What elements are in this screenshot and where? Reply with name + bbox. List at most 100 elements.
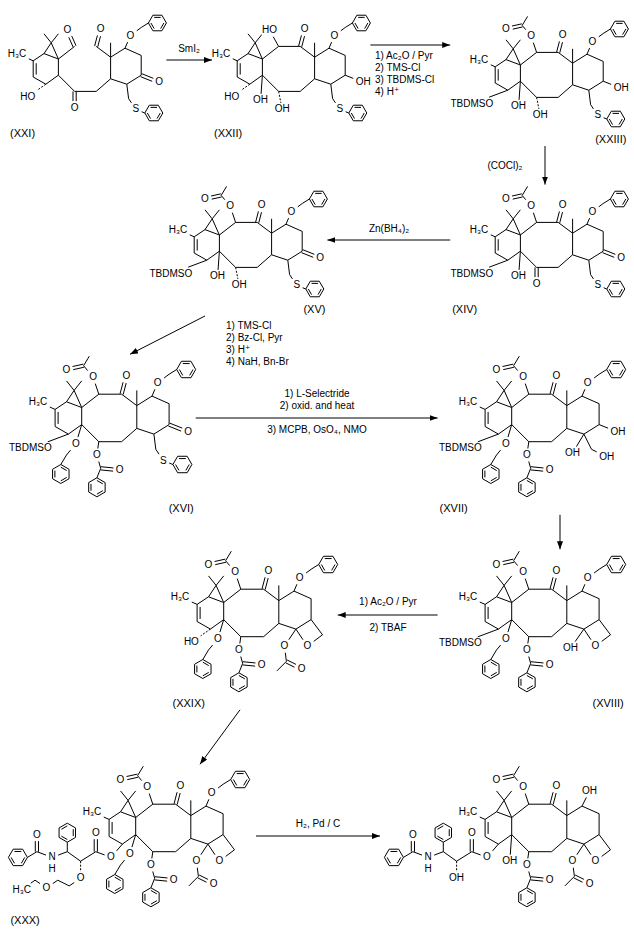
bond-line [111, 48, 125, 57]
bond-line [503, 774, 514, 776]
bond-line [84, 366, 88, 371]
benzene-ring [142, 893, 143, 903]
bond-line [137, 428, 154, 434]
atom-label: O [76, 873, 86, 883]
bond-line [237, 61, 238, 77]
benzene-ring [333, 565, 338, 573]
benzene-ring [491, 465, 499, 470]
bond-line [497, 450, 501, 455]
bond-line [219, 222, 235, 235]
benzene-ring [389, 865, 399, 866]
bond-line [503, 367, 514, 369]
bond-line [503, 562, 514, 564]
bond-line [261, 75, 262, 94]
atom-label: OH [598, 452, 615, 462]
benzene-ring [108, 881, 109, 888]
benzene-ring [437, 836, 443, 839]
bond-line [599, 404, 600, 425]
bond-line [520, 251, 536, 267]
benzene-ring [384, 857, 389, 865]
bond-line [121, 800, 129, 811]
bond-line [255, 43, 262, 59]
bond-line [194, 237, 195, 253]
bond-line [96, 46, 110, 57]
bond-line [138, 766, 144, 776]
atom-label: TBDMSO [148, 269, 193, 279]
bond-line [290, 275, 293, 279]
benzene-ring [211, 664, 212, 674]
benzene-ring [123, 879, 124, 889]
bond-line [208, 844, 215, 855]
bond-line [138, 776, 142, 781]
bond-line [241, 657, 243, 664]
bond-line [279, 91, 301, 92]
bond-line [567, 838, 584, 844]
bond-line [527, 663, 531, 673]
bond-line [73, 367, 84, 369]
atom-label: O [501, 24, 511, 34]
bond-line [209, 576, 217, 586]
benzene-ring [115, 889, 123, 894]
bond-line [497, 645, 501, 650]
benzene-ring [610, 191, 615, 199]
bond-line [48, 434, 69, 442]
benzene-ring [319, 281, 324, 289]
benzene-ring [247, 678, 248, 688]
bond-line [520, 222, 536, 235]
bond-line [127, 75, 141, 84]
benzene-ring [181, 361, 191, 362]
bond-line [508, 425, 512, 437]
bond-line [151, 878, 155, 888]
bond-line [191, 838, 208, 844]
bond-line [128, 800, 136, 817]
atom-label: H₃C [82, 807, 103, 817]
benzene-ring [357, 30, 366, 31]
atom-label: S [335, 104, 344, 114]
atom-label: OH [355, 77, 372, 87]
bond-line [498, 69, 499, 80]
benzene-ring [176, 465, 179, 471]
bond-line [558, 85, 572, 98]
bond-line [504, 576, 512, 586]
bond-line [99, 394, 122, 395]
atom-label: H₃C [469, 55, 490, 65]
bond-line [76, 91, 77, 101]
benzene-ring [321, 565, 324, 571]
bond-line [194, 230, 205, 237]
bond-line [495, 237, 496, 253]
bond-line [221, 195, 225, 199]
bond-line [98, 36, 101, 47]
atom-label: O [492, 775, 502, 785]
benzene-ring [239, 675, 245, 678]
bond-line [537, 267, 559, 268]
reagent-label: 3) MCPB, OsO₄, NMO [266, 425, 368, 435]
bond-line [95, 384, 99, 395]
bond-line [491, 455, 497, 465]
bond-line [558, 222, 572, 233]
benzene-ring [384, 849, 389, 857]
bond-line [155, 880, 168, 881]
atom-label: O [518, 567, 528, 577]
bond-line [197, 604, 198, 621]
benzene-ring [323, 191, 328, 199]
bond-line [74, 390, 82, 407]
bond-line [504, 800, 512, 817]
bond-line [520, 65, 521, 81]
bond-line [141, 23, 148, 28]
benzene-ring [148, 23, 153, 31]
atom-label: TBDMSO [449, 99, 494, 109]
bond-line [553, 383, 556, 395]
bond-line [127, 774, 138, 776]
atom-label: TBDMSO [438, 638, 483, 648]
benzene-ring [323, 572, 333, 573]
benzene-ring [362, 105, 367, 113]
bond-line [582, 584, 585, 591]
bond-line [288, 260, 290, 274]
bond-line [575, 629, 584, 641]
benzene-ring [97, 478, 105, 483]
benzene-ring [59, 828, 60, 838]
bond-line [223, 814, 224, 835]
bond-line [525, 794, 529, 805]
bond-line [241, 636, 264, 637]
bond-line [493, 844, 499, 851]
